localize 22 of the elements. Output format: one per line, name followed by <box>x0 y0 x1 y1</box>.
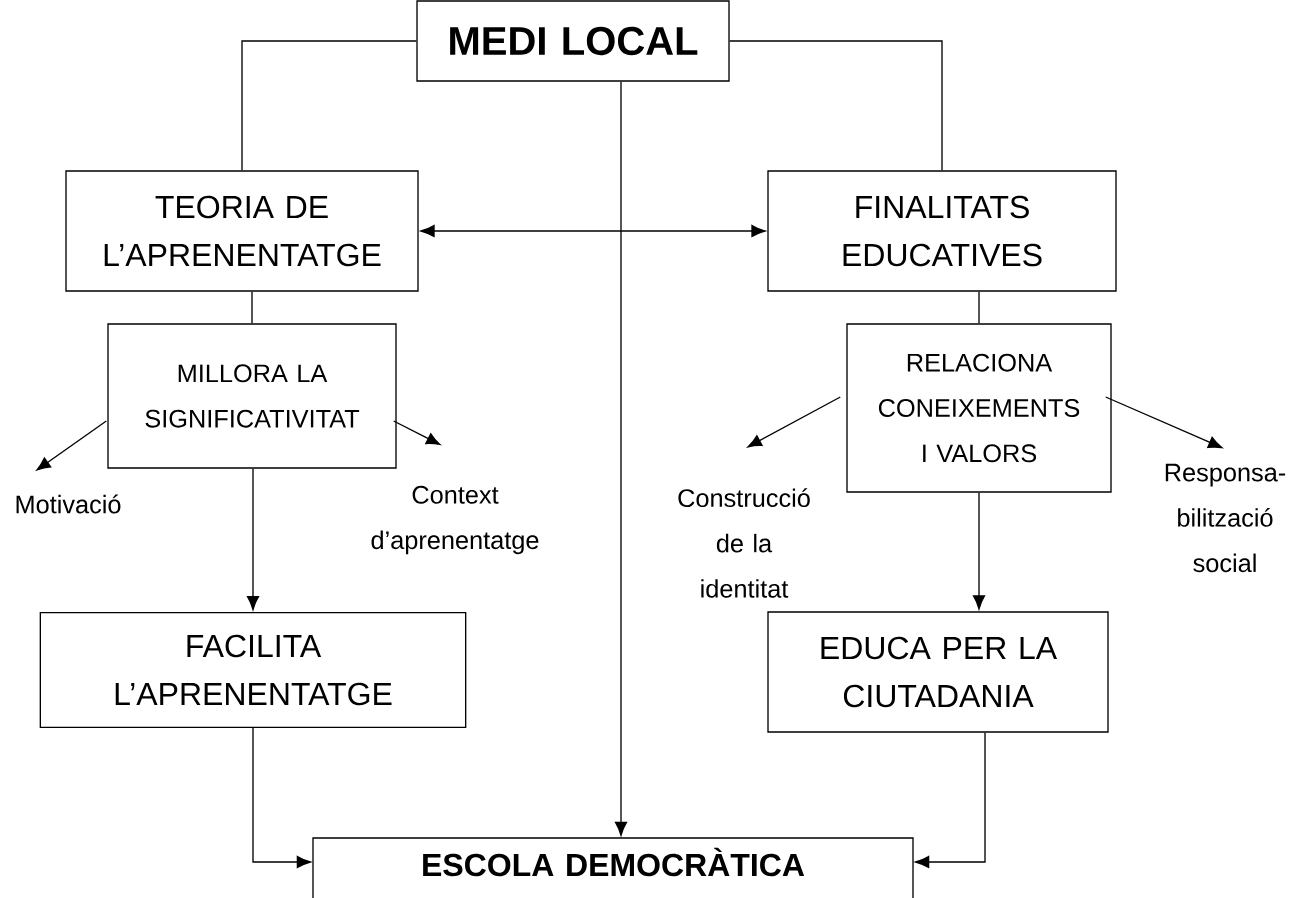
arrow <box>747 396 841 448</box>
concept-box: MILLORA LA SIGNIFICATIVITAT <box>107 323 397 469</box>
arrow <box>36 420 107 471</box>
text-label: Responsa-bilització social <box>1165 463 1286 573</box>
arrow <box>972 492 986 610</box>
text-label: Construcció de la identitat <box>678 488 810 598</box>
text-label: Context d’aprenentatge <box>371 485 539 555</box>
open-box: ESCOLA DEMOCRÀTICA <box>312 837 914 898</box>
arrow <box>393 420 441 446</box>
arrow <box>915 732 986 869</box>
concept-box: EDUCA PER LA CIUTADANIA <box>767 611 1109 733</box>
arrow <box>246 468 260 611</box>
concept-box: FACILITA L’APRENENTATGE <box>39 612 467 728</box>
concept-box: RELACIONA CONEIXEMENTS I VALORS <box>846 323 1112 493</box>
concept-box: TEORIA DE L’APRENENTATGE <box>65 170 419 292</box>
arrow <box>1105 396 1223 449</box>
concept-box: MEDI LOCAL <box>416 0 730 82</box>
concept-box: FINALITATS EDUCATIVES <box>767 170 1117 292</box>
arrow <box>252 727 311 869</box>
arrow <box>420 224 766 238</box>
arrow <box>614 81 628 836</box>
text-label: Motivació <box>16 494 121 514</box>
